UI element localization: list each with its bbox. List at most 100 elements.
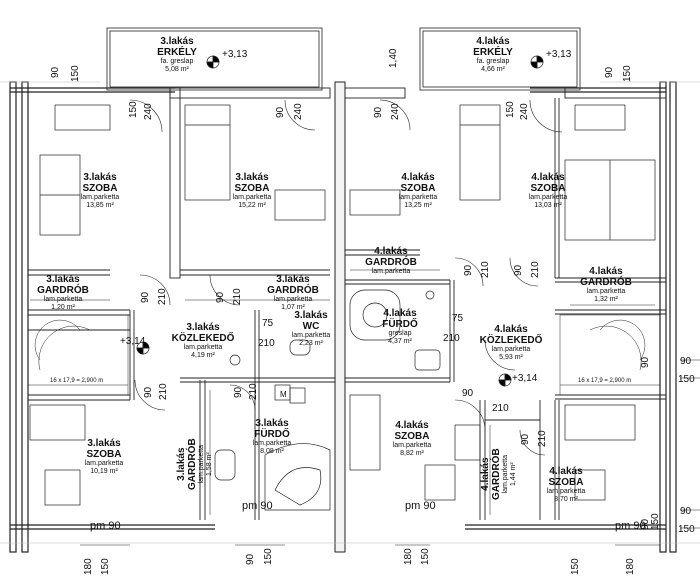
room-label-szoba-4a: 4.lakás SZOBA lam.parketta 13,25 m² [399, 172, 438, 209]
room-material: lam.parketta [84, 460, 124, 467]
room-name: 3.lakás SZOBA [234, 172, 270, 194]
dim-label: 150 [678, 524, 695, 535]
room-name: 4.lakás KÖZLEKEDŐ [479, 324, 543, 346]
internal-walls [28, 87, 667, 520]
room-label-furdo-3: 3.lakás FÜRDŐ lam.parketta 8,08 m² [253, 418, 292, 455]
dim-label: M [280, 390, 287, 399]
dim-label: 90 [520, 433, 531, 445]
room-material: lam.parketta [491, 346, 531, 353]
room-label-szoba-3b: 3.lakás SZOBA lam.parketta 15,22 m² [233, 172, 272, 209]
dim-label: 150 [70, 65, 81, 82]
dim-label: 150 [263, 548, 274, 565]
desks [44, 104, 626, 506]
room-label-gardrob-4b: 4.lakás GARDRÓB lam.parketta 1,32 m² [580, 266, 632, 303]
room-material: lam.parketta [398, 194, 438, 201]
room-label-szoba-3c: 3.lakás SZOBA lam.parketta 10,19 m² [85, 438, 124, 475]
room-area: 10,19 m² [90, 467, 118, 475]
room-label-kozlekedo-4: 4.lakás KÖZLEKEDŐ lam.parketta 5,93 m² [480, 324, 543, 361]
wardrobes [30, 269, 655, 515]
dim-label: 90 [373, 106, 384, 118]
level-markers [136, 55, 544, 387]
room-name: 3.lakás GARDRÓB [37, 274, 89, 296]
room-material: lam.parketta [252, 440, 292, 447]
room-label-erkely-3: 3.lakás ERKÉLY fa. greslap 5,08 m² [157, 36, 197, 73]
room-material: lam.parketta [183, 344, 223, 351]
dim-label: 16 x 17,9 = 2,900 m [578, 378, 632, 384]
dim-label: 75 [262, 318, 274, 329]
dim-label: 240 [143, 103, 154, 120]
pm-label: pm 90 [615, 520, 646, 532]
dim-label: 150 [650, 513, 661, 530]
room-area: 2,23 m² [299, 339, 323, 347]
room-name: 4.lakás SZOBA [548, 466, 584, 488]
room-material: lam.parketta [528, 194, 568, 201]
dim-label: 75 [452, 313, 464, 324]
room-name: 3.lakás GARDRÓB [176, 438, 198, 490]
dim-label: 90 [143, 386, 154, 398]
dim-label: 90 [50, 66, 61, 78]
dim-label: 210 [537, 430, 548, 447]
room-name: 3.lakás GARDRÓB [267, 274, 319, 296]
dim-label: 210 [492, 403, 509, 414]
room-area: 1,20 m² [51, 303, 75, 311]
dimension-lines [0, 81, 700, 546]
pm-label: pm 90 [242, 500, 273, 512]
room-label-kozlekedo-3: 3.lakás KÖZLEKEDŐ lam.parketta 4,19 m² [172, 322, 235, 359]
dim-label: 210 [530, 261, 541, 278]
dim-label: 90 [245, 553, 256, 565]
bath-fixtures [214, 289, 441, 511]
dim-label: 210 [443, 333, 460, 344]
room-label-wc-3: 3.lakás WC lam.parketta 2,23 m² [292, 310, 331, 347]
room-name: 4.lakás ERKÉLY [473, 36, 513, 58]
room-name: 4.lakás FÜRDŐ [382, 308, 418, 330]
outer-walls [9, 81, 677, 553]
room-area: 5,08 m² [165, 65, 189, 73]
room-area: 13,03 m² [534, 201, 562, 209]
room-material: lam.parketta [392, 442, 432, 449]
dim-label: 150 [100, 558, 111, 575]
dim-label: 90 [462, 388, 474, 399]
stairs [27, 314, 661, 396]
level-label: +3,14 [512, 373, 538, 384]
room-name: 4.lakás SZOBA [394, 420, 430, 442]
dim-label: 90 [215, 291, 226, 303]
dim-label: 150 [622, 65, 633, 82]
room-area: 1,44 m² [509, 462, 517, 487]
room-name: 4.lakás SZOBA [400, 172, 436, 194]
dim-label: 210 [258, 338, 275, 349]
room-material: lam.parketta [80, 194, 120, 201]
dim-label: 90 [275, 106, 286, 118]
party-wall [334, 81, 346, 553]
dim-label: 16 x 17,9 = 2,900 m [50, 378, 104, 384]
room-area: 1,32 m² [594, 295, 618, 303]
room-label-gardrob-4c: 4.lakás GARDRÓB lam.parketta 1,44 m² [480, 448, 517, 500]
room-label-szoba-4d: 4.lakás SZOBA lam.parketta 8,70 m² [547, 466, 586, 503]
balcony-rails [106, 27, 581, 91]
room-material: greslap [388, 330, 412, 337]
room-material: fa. greslap [160, 58, 194, 65]
room-area: 5,93 m² [499, 353, 523, 361]
room-area: 13,25 m² [404, 201, 432, 209]
dim-label: 210 [158, 383, 169, 400]
room-material: lam.parketta [502, 454, 509, 494]
room-material: lam.parketta [371, 268, 411, 275]
room-area: 1,07 m² [281, 303, 305, 311]
room-name: 4.lakás GARDRÓB [480, 448, 502, 500]
dim-label: 210 [480, 261, 491, 278]
room-area: 13,85 m² [86, 201, 114, 209]
dim-label: 210 [157, 288, 168, 305]
level-label: +3,13 [222, 49, 248, 60]
room-material: lam.parketta [232, 194, 272, 201]
dim-label: 180 [403, 548, 414, 565]
room-area: 4,19 m² [191, 351, 215, 359]
dim-label: 90 [463, 264, 474, 276]
dim-label: 90 [680, 506, 692, 517]
room-material: lam.parketta [273, 296, 313, 303]
dim-label: 210 [248, 383, 259, 400]
room-area: 15,22 m² [238, 201, 266, 209]
room-area: 4,37 m² [388, 337, 412, 345]
dim-label: 240 [293, 103, 304, 120]
room-name: 3.lakás ERKÉLY [157, 36, 197, 58]
room-area: 1,58 m² [205, 452, 213, 477]
